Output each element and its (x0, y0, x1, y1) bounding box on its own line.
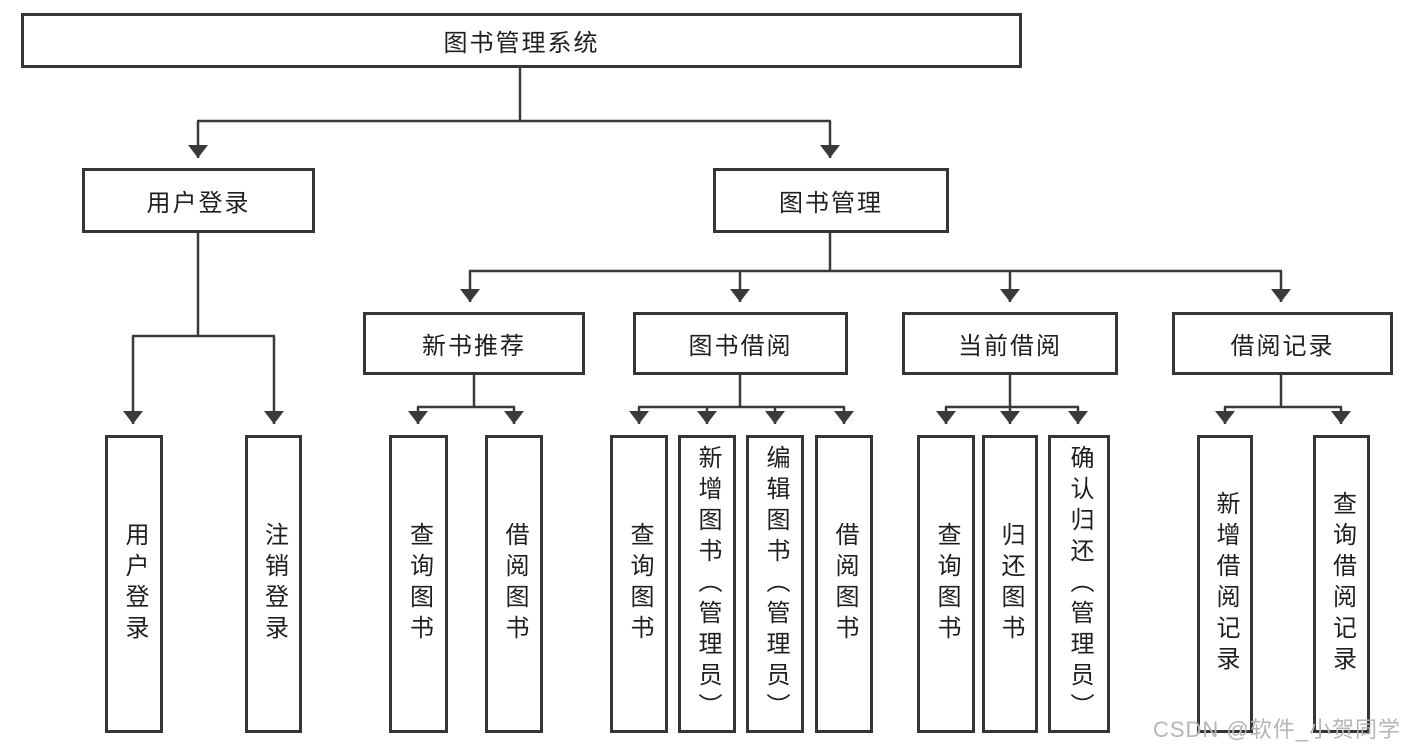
leaf-edit-books-admin: 编辑图书（管理员） (746, 435, 804, 733)
leaf-query-books-recommend: 查询图书 (389, 435, 448, 733)
leaf-label: 查询图书 (933, 522, 960, 646)
leaf-add-borrow-record: 新增借阅记录 (1197, 435, 1253, 733)
leaf-label: 查询图书 (405, 522, 433, 646)
leaf-label: 新增图书（管理员） (694, 444, 721, 724)
leaf-borrow-books-borrowing: 借阅图书 (815, 435, 873, 733)
node-new-book-recommendation: 新书推荐 (363, 312, 585, 375)
leaf-label: 借阅图书 (501, 522, 528, 646)
csdn-watermark: CSDN @软件_小贺同学 (1152, 717, 1401, 742)
node-label: 当前借阅 (958, 333, 1062, 360)
node-library-system: 图书管理系统 (21, 13, 1022, 68)
leaf-label: 新增借阅记录 (1212, 491, 1239, 677)
leaf-label: 注销登录 (260, 522, 288, 646)
leaf-label: 查询借阅记录 (1328, 491, 1356, 677)
node-label: 图书借阅 (688, 333, 793, 360)
node-borrowing-records: 借阅记录 (1172, 312, 1393, 375)
leaf-confirm-return-admin: 确认归还（管理员） (1048, 435, 1110, 733)
leaf-query-borrow-record: 查询借阅记录 (1313, 435, 1370, 733)
node-label: 图书管理系统 (443, 30, 600, 57)
leaf-label: 归还图书 (997, 522, 1024, 646)
leaf-label: 编辑图书（管理员） (762, 444, 789, 724)
leaf-add-books-admin: 新增图书（管理员） (678, 435, 736, 733)
node-book-borrowing: 图书借阅 (633, 312, 848, 375)
leaf-label: 用户登录 (121, 522, 148, 646)
leaf-return-books: 归还图书 (982, 435, 1038, 733)
node-label: 借阅记录 (1230, 333, 1335, 360)
leaf-query-books-current: 查询图书 (917, 435, 975, 733)
leaf-query-books-borrowing: 查询图书 (610, 435, 668, 733)
node-label: 用户登录 (146, 190, 251, 217)
node-current-borrowing: 当前借阅 (902, 312, 1118, 375)
node-label: 新书推荐 (422, 333, 526, 360)
leaf-label: 确认归还（管理员） (1066, 444, 1093, 724)
leaf-label: 借阅图书 (831, 522, 858, 646)
leaf-logout: 注销登录 (245, 435, 302, 733)
node-user-login: 用户登录 (82, 168, 315, 233)
leaf-label: 查询图书 (626, 522, 653, 646)
node-book-management: 图书管理 (713, 168, 949, 233)
leaf-borrow-books-recommend: 借阅图书 (485, 435, 543, 733)
node-label: 图书管理 (779, 190, 883, 217)
leaf-user-login: 用户登录 (105, 435, 163, 733)
